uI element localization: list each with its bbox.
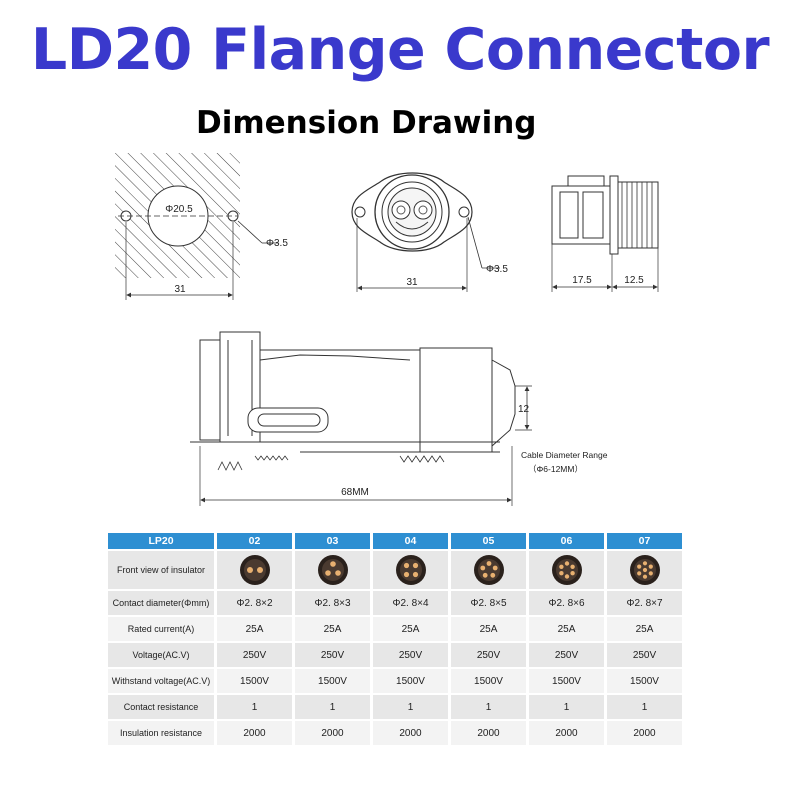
table-cell: 2000 — [373, 721, 448, 745]
page-subtitle: Dimension Drawing — [196, 105, 537, 141]
table-cell: 1500V — [529, 669, 604, 693]
table-cell: 2000 — [451, 721, 526, 745]
table-header-cell: 07 — [607, 533, 682, 549]
table-cell: 2000 — [607, 721, 682, 745]
table-cell: 25A — [451, 617, 526, 641]
insulator-cell — [373, 551, 448, 589]
table-cell: 1500V — [607, 669, 682, 693]
table-cell: 1 — [607, 695, 682, 719]
table-row: Contact resistance 1 1 1 1 1 1 — [108, 695, 682, 719]
table-cell: Φ2. 8×2 — [217, 591, 292, 615]
table-cell: 250V — [295, 643, 370, 667]
table-cell: 1 — [295, 695, 370, 719]
table-cell: 1500V — [217, 669, 292, 693]
side-dim-a: 17.5 — [572, 275, 592, 286]
assembly-length: 68MM — [341, 487, 369, 498]
table-header-cell: 05 — [451, 533, 526, 549]
insulator-3pin-icon — [317, 555, 348, 585]
row-label: Contact diameter(Φmm) — [108, 591, 214, 615]
table-cell: 2000 — [217, 721, 292, 745]
table-cell: 25A — [217, 617, 292, 641]
table-cell: Φ2. 8×4 — [373, 591, 448, 615]
table-cell: Φ2. 8×5 — [451, 591, 526, 615]
cable-height: 12 — [518, 404, 530, 415]
table-cell: 1 — [529, 695, 604, 719]
insulator-4pin-icon — [395, 555, 426, 585]
table-cell: 25A — [295, 617, 370, 641]
side-dim-b: 12.5 — [624, 275, 644, 286]
side-view-drawing: 17.5 12.5 — [551, 175, 659, 292]
cable-range-label: Cable Diameter Range — [521, 450, 608, 460]
table-cell: 1 — [373, 695, 448, 719]
front-width: 31 — [406, 277, 418, 288]
table-row: Contact diameter(Φmm) Φ2. 8×2 Φ2. 8×3 Φ2… — [108, 591, 682, 615]
table-row: Insulation resistance 2000 2000 2000 200… — [108, 721, 682, 745]
row-label: Insulation resistance — [108, 721, 214, 745]
table-cell: Φ2. 8×3 — [295, 591, 370, 615]
table-cell: 25A — [373, 617, 448, 641]
table-cell: 1500V — [295, 669, 370, 693]
cutout-screw-diameter: Φ3.5 — [266, 238, 288, 249]
cutout-width: 31 — [174, 284, 186, 295]
table-cell: 250V — [529, 643, 604, 667]
table-row: Voltage(AC.V) 250V 250V 250V 250V 250V 2… — [108, 643, 682, 667]
insulator-5pin-icon — [473, 555, 504, 585]
insulator-cell — [607, 551, 682, 589]
table-cell: 250V — [607, 643, 682, 667]
insulator-7pin-icon — [629, 555, 660, 585]
table-header-cell: 06 — [529, 533, 604, 549]
table-cell: 1 — [451, 695, 526, 719]
row-label: Withstand voltage(AC.V) — [108, 669, 214, 693]
table-header-cell: 02 — [217, 533, 292, 549]
table-cell: 250V — [217, 643, 292, 667]
page-title: LD20 Flange Connector — [30, 17, 770, 83]
insulator-6pin-icon — [551, 555, 582, 585]
table-cell: 2000 — [529, 721, 604, 745]
cutout-hole-diameter: Φ20.5 — [165, 204, 193, 215]
table-cell: 1500V — [373, 669, 448, 693]
table-cell: Φ2. 8×7 — [607, 591, 682, 615]
table-cell: 25A — [529, 617, 604, 641]
table-row: Front view of insulator — [108, 551, 682, 589]
row-label: Contact resistance — [108, 695, 214, 719]
table-row: Rated current(A) 25A 25A 25A 25A 25A 25A — [108, 617, 682, 641]
assembly-drawing: 68MM 12 Cable Diameter Range （Φ6-12MM） — [190, 331, 608, 506]
front-view-drawing: Φ3.5 31 — [351, 172, 508, 292]
table-cell: 2000 — [295, 721, 370, 745]
insulator-cell — [451, 551, 526, 589]
table-header-cell: 03 — [295, 533, 370, 549]
insulator-cell — [217, 551, 292, 589]
row-label: Voltage(AC.V) — [108, 643, 214, 667]
table-cell: 250V — [451, 643, 526, 667]
table-row: Withstand voltage(AC.V) 1500V 1500V 1500… — [108, 669, 682, 693]
panel-cutout-drawing: Φ20.5 Φ3.5 31 — [115, 153, 288, 300]
spec-table: LP20 02 03 04 05 06 07 Front view of ins… — [105, 531, 685, 747]
table-cell: Φ2. 8×6 — [529, 591, 604, 615]
front-screw-diameter: Φ3.5 — [486, 264, 508, 275]
table-cell: 25A — [607, 617, 682, 641]
insulator-2pin-icon — [239, 555, 270, 585]
cable-range-value: （Φ6-12MM） — [528, 464, 583, 474]
insulator-cell — [529, 551, 604, 589]
table-header-row: LP20 02 03 04 05 06 07 — [108, 533, 682, 549]
table-cell: 1 — [217, 695, 292, 719]
row-label: Front view of insulator — [108, 551, 214, 589]
table-header-cell: 04 — [373, 533, 448, 549]
row-label: Rated current(A) — [108, 617, 214, 641]
table-header-cell: LP20 — [108, 533, 214, 549]
insulator-cell — [295, 551, 370, 589]
table-cell: 250V — [373, 643, 448, 667]
table-cell: 1500V — [451, 669, 526, 693]
